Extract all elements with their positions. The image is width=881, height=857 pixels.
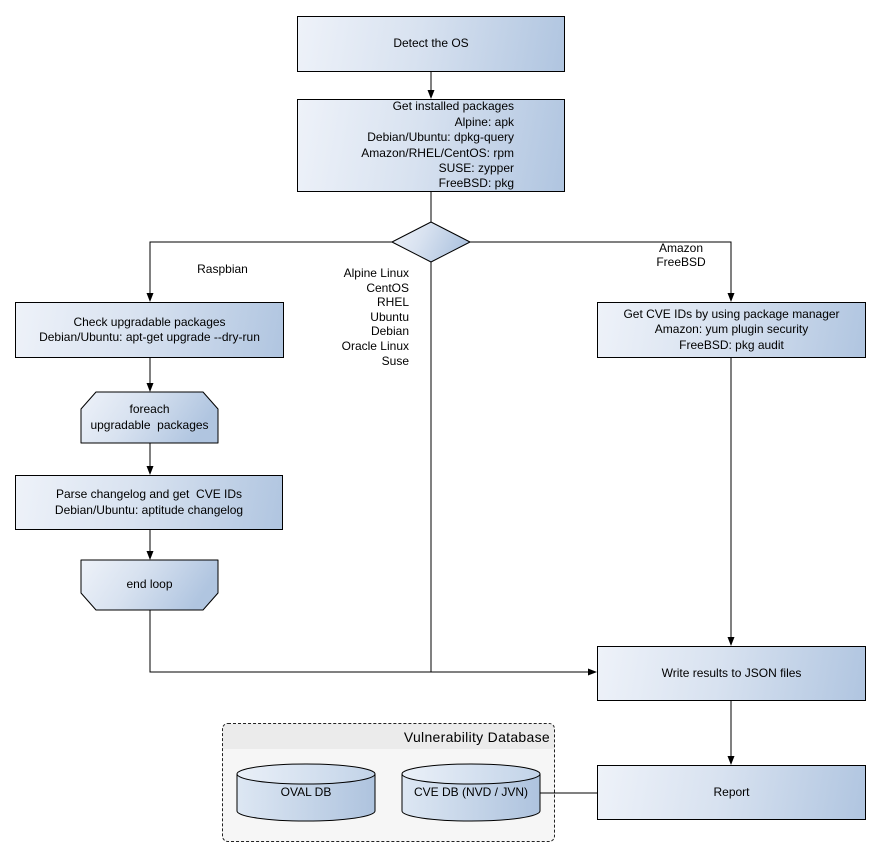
node-report-label: Report [713, 784, 750, 799]
node-detect-the-os-label: Detect the OS [393, 36, 469, 51]
node-write-results: Write results to JSON files [597, 646, 866, 701]
node-report: Report [597, 765, 866, 820]
vulnerability-database-container: Vulnerability Database [222, 723, 555, 842]
node-parse-changelog: Parse changelog and get CVE IDs Debian/U… [15, 475, 283, 530]
node-get-cve-ids: Get CVE IDs by using package manager Ama… [597, 302, 866, 358]
node-parse-changelog-label: Parse changelog and get CVE IDs Debian/U… [54, 487, 244, 517]
node-write-results-label: Write results to JSON files [661, 665, 802, 680]
node-check-upgradable-packages-label: Check upgradable packages Debian/Ubuntu:… [39, 314, 260, 345]
node-get-installed-packages-label: Get installed packages Alpine: apk Debia… [361, 99, 514, 191]
node-get-installed-packages: Get installed packages Alpine: apk Debia… [297, 99, 565, 192]
vulnerability-database-header: Vulnerability Database [223, 724, 554, 749]
vulnerability-database-title: Vulnerability Database [403, 728, 550, 745]
node-check-upgradable-packages: Check upgradable packages Debian/Ubuntu:… [15, 302, 284, 358]
node-detect-the-os: Detect the OS [297, 16, 565, 72]
node-get-cve-ids-label: Get CVE IDs by using package manager Ama… [623, 306, 840, 352]
